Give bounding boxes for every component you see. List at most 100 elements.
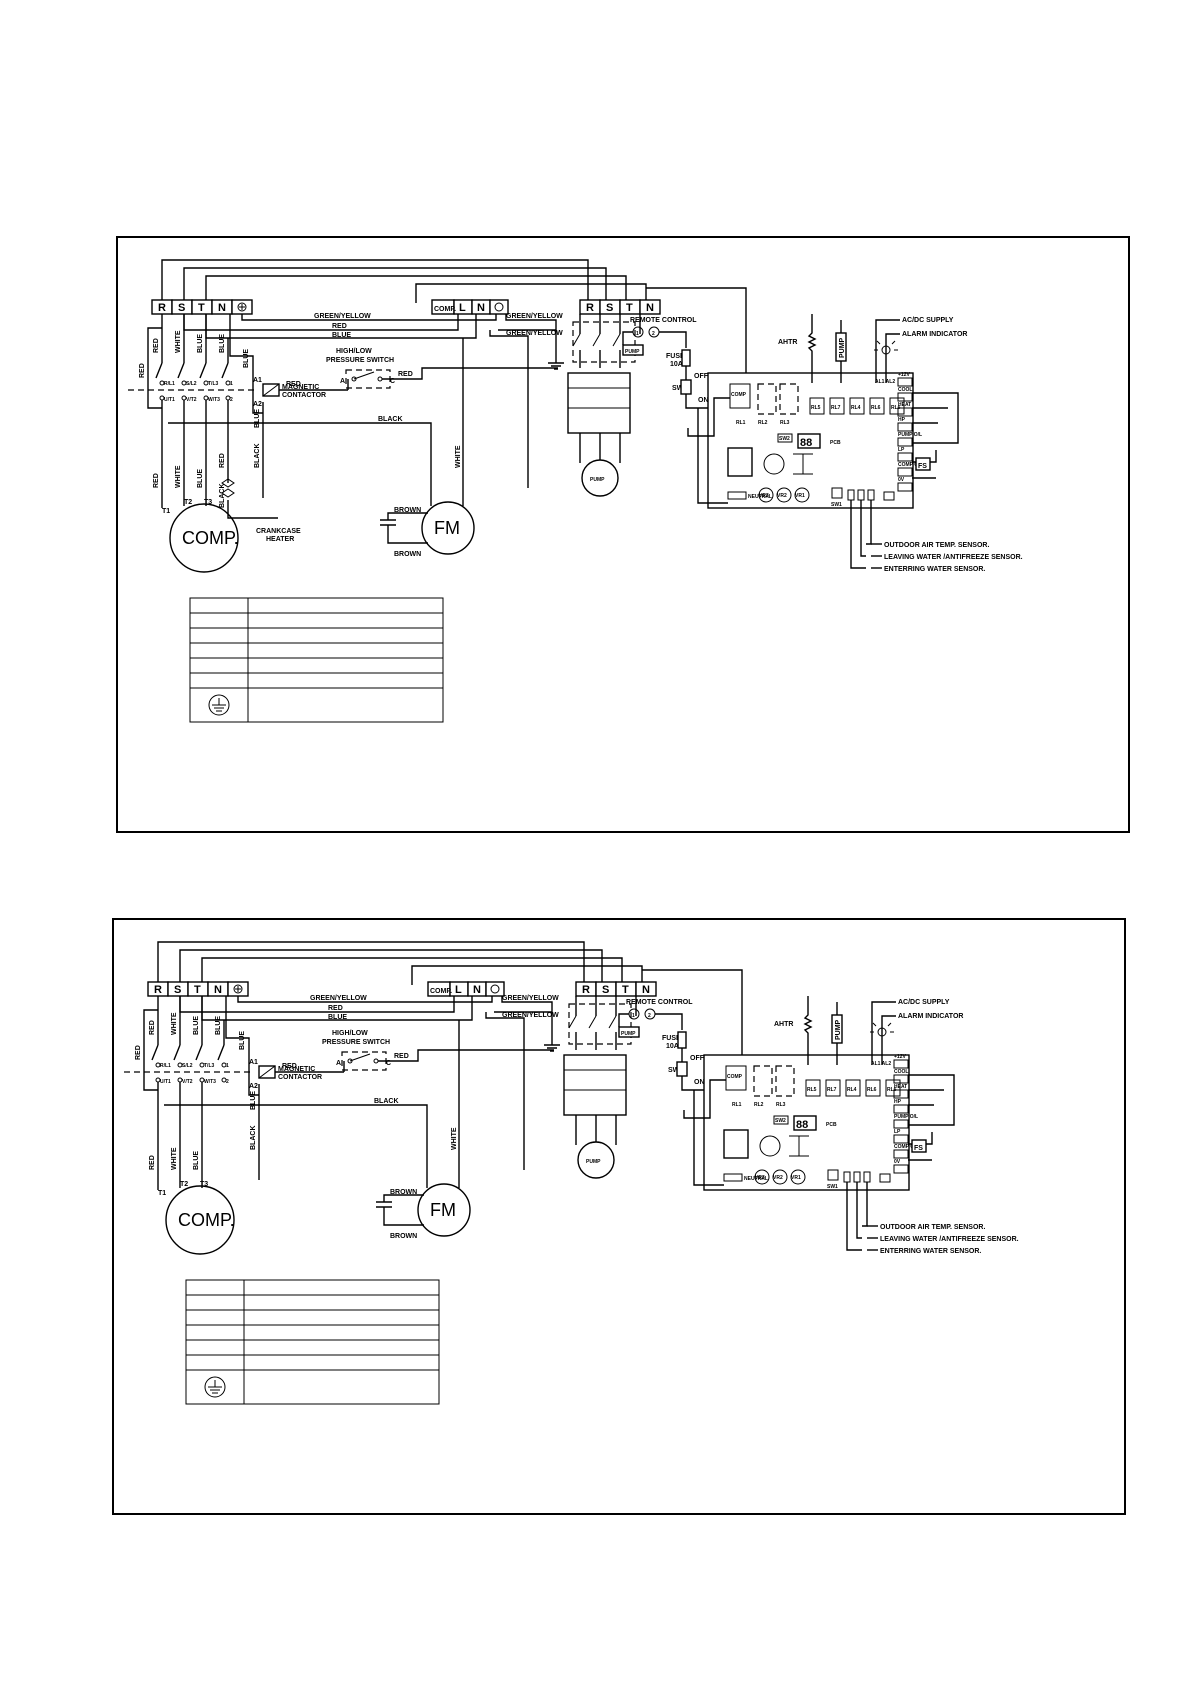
fan-terminal — [489, 299, 509, 315]
crankcase-label-2: HEATER — [266, 536, 294, 543]
compressor-label: COMP. — [182, 528, 239, 548]
fs-wires — [908, 1132, 933, 1161]
supply-terminal-label: R — [154, 984, 162, 996]
pcb-output-terminal — [893, 1119, 909, 1129]
pump-starter-inner — [567, 387, 631, 409]
legend-cell-left — [185, 1324, 245, 1341]
remote-wire-2 — [622, 331, 633, 345]
overhead-wire-r — [161, 259, 589, 303]
alarm-wire — [885, 333, 900, 383]
overhead-wire-n — [415, 283, 647, 303]
wire-label-green-yellow-3: GREEN/YELLOW — [506, 330, 563, 337]
contact-blade — [151, 1044, 159, 1061]
fuse — [677, 1031, 687, 1049]
contact-dot — [155, 1062, 161, 1068]
legend-cell-left — [185, 1279, 245, 1296]
contact-dot — [203, 380, 209, 386]
wire-label-red: RED — [328, 1005, 343, 1012]
pump-terminal-label: N — [642, 984, 650, 996]
pcb-output-terminal — [897, 482, 913, 492]
pcb-output-terminal — [893, 1089, 909, 1099]
pcb-output-label: COOL — [898, 387, 912, 393]
wire-label-black-ch: BLACK — [219, 484, 226, 509]
pressure-switch-label-1: HIGH/LOW — [336, 348, 372, 355]
ahtr-label: AHTR — [778, 339, 797, 346]
pcb-output-terminal — [897, 407, 913, 417]
pcb-output-terminal — [893, 1134, 909, 1144]
contact-dot — [225, 380, 231, 386]
pcb-heatsink — [789, 1135, 809, 1157]
pcb-neutral-block — [723, 1173, 743, 1182]
supply-terminal-label: R — [158, 302, 166, 314]
switch-off-label: OFF — [694, 373, 709, 380]
red-loop-wire — [143, 1009, 158, 1091]
pcb-sw1 — [831, 487, 843, 499]
wire-label-blue: BLUE — [328, 1014, 347, 1021]
pcb-output-label: +12V — [898, 372, 910, 378]
pcb-output-wires — [908, 1074, 955, 1126]
contact-term-top: S/L2 — [186, 381, 197, 387]
switch-on-label: ON — [694, 1079, 705, 1086]
overhead-wire-t — [205, 275, 627, 303]
contact-dot — [159, 380, 165, 386]
switch-contact — [377, 376, 383, 382]
pcb-output-label: PUMP O/L — [894, 1114, 918, 1120]
pump-contactor-box — [572, 321, 636, 363]
pcb-potentiometer-label: VR1 — [791, 1175, 801, 1181]
pcb-neutral-block — [727, 491, 747, 500]
fuse — [681, 349, 691, 367]
contact-term-1: 1 — [230, 381, 233, 387]
pcb-output-label: HP — [894, 1099, 902, 1105]
earth-ground-wire — [544, 1035, 560, 1052]
legend-cell-left — [189, 627, 249, 644]
pcb-relay — [849, 397, 865, 415]
contactor-label-1: MAGNETIC — [282, 384, 319, 391]
legend-earth-icon — [208, 694, 230, 716]
wire-label-red-loop: RED — [135, 1045, 142, 1060]
pump-terminal-label: R — [582, 984, 590, 996]
remote-control-label: REMOTE CONTROL — [626, 999, 693, 1006]
wire-label-brown-2: BROWN — [390, 1233, 417, 1240]
pump-leads — [575, 1115, 617, 1145]
contactor-a2: A2 — [253, 401, 262, 408]
pump-feed-2 — [579, 350, 621, 368]
pcb-relay — [809, 397, 825, 415]
pcb-output-label: HP — [898, 417, 906, 423]
blue-coil-wire — [225, 996, 259, 1096]
wire-label-green-yellow: GREEN/YELLOW — [310, 995, 367, 1002]
pcb-potentiometer — [772, 1169, 788, 1185]
pcb-rl2 — [779, 383, 799, 415]
alarm-wire — [881, 1015, 896, 1065]
contact-dot — [199, 1062, 205, 1068]
green-yellow-wire — [241, 314, 497, 321]
wire-label-white-comp: WHITE — [175, 465, 182, 488]
legend-cell-left — [189, 657, 249, 674]
contact-dot — [221, 1062, 227, 1068]
compressor-leads — [157, 1180, 203, 1190]
pcb-sw1-label: SW1 — [827, 1184, 838, 1190]
blue-coil-wire — [229, 314, 263, 414]
switch-blade — [349, 1053, 371, 1062]
sensor-label: OUTDOOR AIR TEMP. SENSOR. — [880, 1224, 985, 1231]
acdc-supply-wire — [875, 319, 900, 383]
supply-terminal-label: N — [214, 984, 222, 996]
pcb-sw1 — [827, 1169, 839, 1181]
pcb-relay-label: RL4 — [851, 405, 861, 411]
legend-cell-right — [247, 642, 444, 659]
pcb-output-terminal — [897, 452, 913, 462]
remote-wire — [655, 1013, 683, 1030]
sensor-label: ENTERRING WATER SENSOR. — [884, 566, 985, 573]
contact-dot — [177, 1062, 183, 1068]
fuse-label-1: FUSE — [666, 353, 685, 360]
pcb-output-terminal — [893, 1074, 909, 1084]
pcb-sw2-label: SW2 — [779, 436, 790, 442]
legend-earth-symbol — [208, 1380, 222, 1394]
earth-symbol-supply — [233, 984, 243, 994]
fm-capacitor-wire — [380, 512, 428, 544]
wire-label-red-comp: RED — [149, 1155, 156, 1170]
pcb-relay-label: RL6 — [871, 405, 881, 411]
fan-terminal-label: L — [459, 302, 466, 314]
pcb-potentiometer — [754, 1169, 770, 1185]
